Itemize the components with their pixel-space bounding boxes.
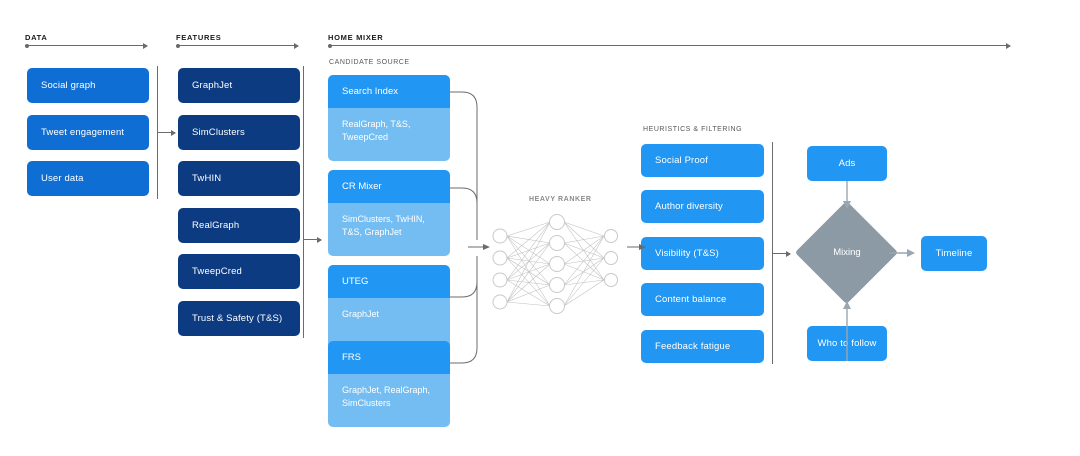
node-who-to-follow[interactable]: Who to follow: [807, 326, 887, 361]
card-cr-mixer-features: SimClusters, TwHIN, T&S, GraphJet: [328, 203, 450, 256]
node-social-proof[interactable]: Social Proof: [641, 144, 764, 177]
curve-frs: [450, 256, 478, 364]
node-user-data[interactable]: User data: [27, 161, 149, 196]
node-simclusters[interactable]: SimClusters: [178, 115, 300, 150]
card-uteg-title: UTEG: [328, 265, 450, 298]
stage-label-features: FEATURES: [176, 33, 222, 42]
arrow-features-to-candidates: [303, 236, 322, 243]
card-frs-features: GraphJet, RealGraph, SimClusters: [328, 374, 450, 427]
node-timeline[interactable]: Timeline: [921, 236, 987, 271]
card-cr-mixer[interactable]: CR Mixer SimClusters, TwHIN, T&S, GraphJ…: [328, 170, 450, 256]
node-social-graph[interactable]: Social graph: [27, 68, 149, 103]
node-feedback-fatigue[interactable]: Feedback fatigue: [641, 330, 764, 363]
curve-uteg: [450, 256, 478, 298]
mixing-label: Mixing: [833, 247, 861, 258]
card-search-index[interactable]: Search Index RealGraph, T&S, TweepCred: [328, 75, 450, 161]
rail-features: [303, 66, 304, 338]
sublabel-candidate-source: CANDIDATE SOURCE: [329, 59, 410, 66]
node-visibility-ts[interactable]: Visibility (T&S): [641, 237, 764, 270]
node-twhin[interactable]: TwHIN: [178, 161, 300, 196]
nn-edges: [506, 221, 605, 307]
node-tweet-engagement[interactable]: Tweet engagement: [27, 115, 149, 150]
curve-cr-mixer: [450, 187, 478, 240]
node-content-balance[interactable]: Content balance: [641, 283, 764, 316]
node-graphjet[interactable]: GraphJet: [178, 68, 300, 103]
card-cr-mixer-title: CR Mixer: [328, 170, 450, 203]
arrow-heuristics-to-mixing: [772, 250, 791, 257]
arrowhead-mixing-to-timeline: [907, 249, 915, 257]
card-uteg[interactable]: UTEG GraphJet: [328, 265, 450, 351]
node-trust-safety[interactable]: Trust & Safety (T&S): [178, 301, 300, 336]
stage-rule-home-mixer: [328, 42, 1011, 49]
arrow-data-to-features: [157, 129, 176, 136]
node-realgraph[interactable]: RealGraph: [178, 208, 300, 243]
sublabel-heuristics-filtering: HEURISTICS & FILTERING: [643, 126, 743, 133]
node-author-diversity[interactable]: Author diversity: [641, 190, 764, 223]
arrowhead-candidates-to-ranker: [483, 244, 490, 250]
node-ads[interactable]: Ads: [807, 146, 887, 181]
card-search-index-title: Search Index: [328, 75, 450, 108]
stage-label-home-mixer: HOME MIXER: [328, 33, 384, 42]
card-frs-title: FRS: [328, 341, 450, 374]
nn-nodes: [492, 214, 618, 314]
card-frs[interactable]: FRS GraphJet, RealGraph, SimClusters: [328, 341, 450, 427]
curve-search-index: [450, 91, 478, 240]
card-search-index-features: RealGraph, T&S, TweepCred: [328, 108, 450, 161]
stage-label-data: DATA: [25, 33, 48, 42]
stage-rule-features: [176, 42, 299, 49]
node-tweepcred[interactable]: TweepCred: [178, 254, 300, 289]
heavy-ranker-label: HEAVY RANKER: [529, 196, 592, 203]
stage-rule-data: [25, 42, 148, 49]
